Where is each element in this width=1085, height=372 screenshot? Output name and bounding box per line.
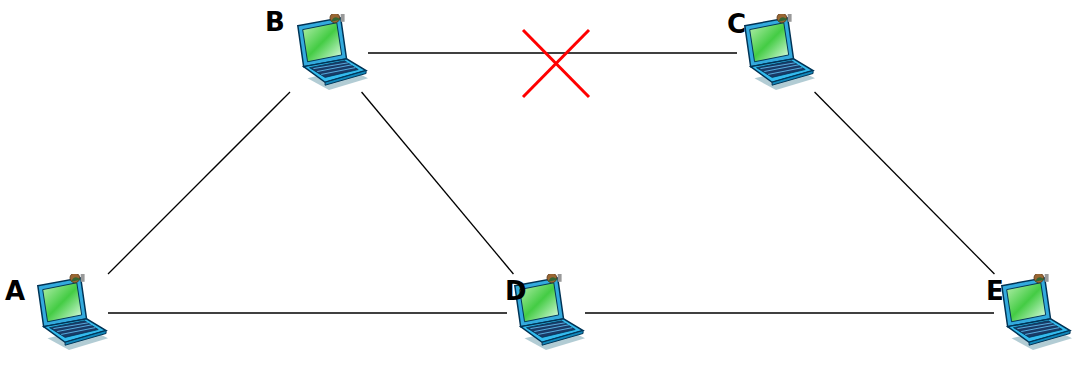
node-label: D (505, 277, 527, 305)
node-label: C (727, 10, 746, 38)
network-link (108, 92, 290, 274)
network-link (585, 312, 994, 313)
laptop-node: A (30, 274, 108, 352)
node-label: B (265, 8, 285, 36)
network-link (815, 92, 995, 274)
cross-stroke (523, 30, 589, 97)
laptop-node: C (737, 14, 815, 92)
laptop-icon (30, 274, 108, 352)
laptop-icon (290, 14, 368, 92)
laptop-node: D (507, 274, 585, 352)
laptop-drawing (745, 8, 815, 90)
cross-stroke (523, 30, 589, 97)
network-link (368, 52, 737, 53)
laptop-drawing (298, 8, 368, 90)
laptop-node: B (290, 14, 368, 92)
laptop-drawing (38, 268, 108, 350)
laptop-node: E (994, 274, 1072, 352)
node-label: E (986, 277, 1004, 305)
network-link (108, 312, 507, 313)
broken-link-cross (523, 30, 589, 97)
network-link (362, 92, 514, 274)
node-label: A (5, 277, 25, 305)
laptop-drawing (1002, 268, 1072, 350)
laptop-icon (737, 14, 815, 92)
laptop-icon (994, 274, 1072, 352)
